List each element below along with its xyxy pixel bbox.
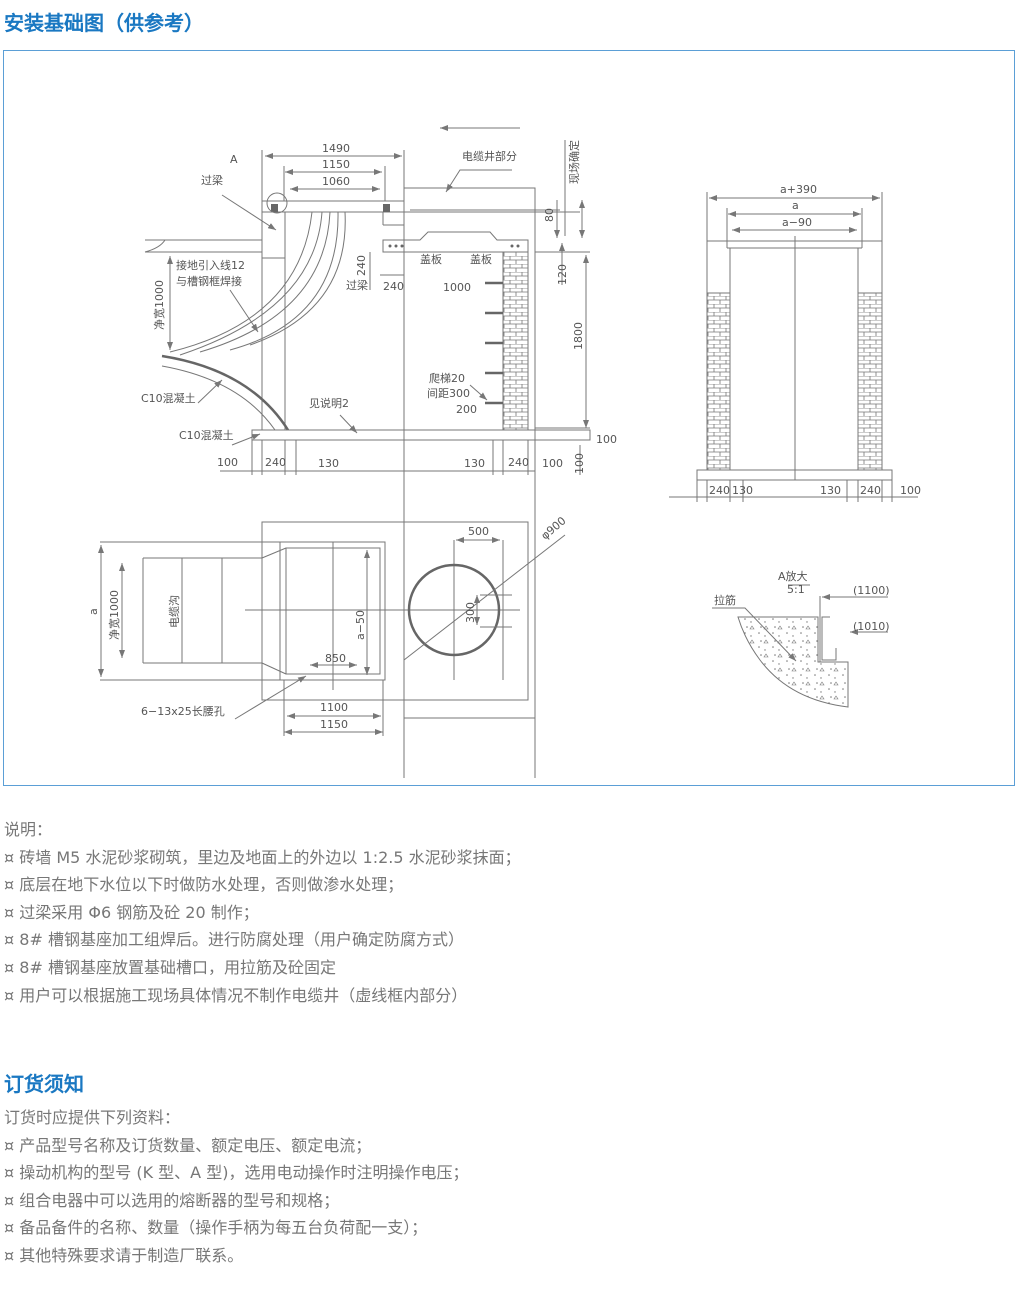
label: 过梁 — [346, 278, 368, 292]
dim-label: 100 — [596, 433, 617, 446]
dim-label: 1100 — [320, 701, 348, 714]
elevation-section — [144, 125, 591, 778]
drawing-frame — [3, 50, 1015, 786]
dim-label: φ900 — [539, 514, 569, 542]
dim-label: 240 — [709, 484, 730, 497]
label: A — [230, 153, 238, 166]
label: 间距300 — [427, 387, 470, 400]
label: C10混凝土 — [179, 428, 234, 442]
elevation-labels: A 过梁 1490 1150 1060 电缆井部分 现场确定 80 120 18… — [141, 140, 617, 474]
label: 电缆井部分 — [462, 149, 517, 163]
dim-label: 240 — [383, 280, 404, 293]
note-item: ¤ 8# 槽钢基座加工组焊后。进行防腐处理（用户确定防腐方式） — [4, 930, 464, 950]
cross-section-labels: a+390 a a−90 240 130 130 240 100 — [709, 183, 921, 497]
label: 爬梯20 — [429, 372, 465, 385]
note-item: ¤ 过梁采用 Φ6 钢筋及砼 20 制作； — [4, 902, 259, 922]
label: 6−13x25长腰孔 — [141, 705, 225, 718]
dim-label: a — [87, 608, 100, 615]
label: (1010) — [853, 620, 890, 633]
dim-label: 80 — [543, 208, 556, 222]
dim-label: 300 — [464, 602, 477, 623]
notes-heading: 说明： — [4, 820, 53, 839]
label: C10混凝土 — [141, 391, 196, 405]
order-item: ¤ 产品型号名称及订货数量、额定电压、额定电流； — [4, 1135, 372, 1155]
dim-label: 1000 — [443, 281, 471, 294]
dim-label: a+390 — [780, 183, 817, 196]
dim-label: 240 — [508, 456, 529, 469]
label: 过梁 — [201, 173, 223, 187]
dim-label: 200 — [456, 403, 477, 416]
dim-label: 130 — [464, 457, 485, 470]
dim-label: 1060 — [322, 175, 350, 188]
label: 盖板 — [470, 252, 492, 266]
order-item: ¤ 其他特殊要求请于制造厂联系。 — [4, 1245, 244, 1265]
label: 现场确定 — [567, 140, 581, 184]
dim-label: 130 — [820, 484, 841, 497]
order-item: ¤ 操动机构的型号 (K 型、A 型)，选用电动操作时注明操作电压； — [4, 1163, 469, 1183]
dim-label: 1490 — [322, 142, 350, 155]
label: 与槽钢框焊接 — [176, 274, 242, 288]
dim-label: 240 — [355, 255, 368, 276]
order-item: ¤ 备品备件的名称、数量（操作手柄为每五台负荷配一支）； — [4, 1218, 428, 1238]
order-item: ¤ 组合电器中可以选用的熔断器的型号和规格； — [4, 1190, 340, 1210]
label: A放大 — [778, 569, 808, 583]
dim-label: 100 — [573, 453, 586, 474]
label: 接地引入线12 — [176, 258, 245, 272]
dim-label: 净宽1000 — [107, 590, 121, 640]
label: 拉筋 — [714, 593, 736, 607]
dim-label: 130 — [732, 484, 753, 497]
ordering-section: 订货时应提供下列资料： ¤ 产品型号名称及订货数量、额定电压、额定电流； ¤ 操… — [4, 1104, 468, 1270]
label: (1100) — [853, 584, 890, 597]
note-item: ¤ 底层在地下水位以下时做防水处理，否则做渗水处理； — [4, 875, 404, 895]
ordering-intro: 订货时应提供下列资料： — [4, 1108, 181, 1127]
dim-label: 100 — [900, 484, 921, 497]
dim-label: 500 — [468, 525, 489, 538]
label: 电缆沟 — [168, 595, 181, 628]
dim-label: 1150 — [322, 158, 350, 171]
dim-label: 120 — [556, 264, 569, 285]
label: 见说明2 — [309, 396, 349, 410]
label: 盖板 — [420, 252, 442, 266]
dim-label: 240 — [265, 456, 286, 469]
dim-label: 240 — [860, 484, 881, 497]
dim-label: 850 — [325, 652, 346, 665]
section-title-installation: 安装基础图（供参考） — [4, 11, 204, 35]
dim-label: 净宽1000 — [152, 280, 166, 330]
dim-label: 130 — [318, 457, 339, 470]
dim-label: a−90 — [782, 216, 812, 229]
label: 5:1 — [787, 583, 805, 596]
plan-view — [98, 521, 566, 736]
dim-label: 100 — [217, 456, 238, 469]
section-title-ordering: 订货须知 — [4, 1072, 84, 1096]
dim-label: a−50 — [354, 610, 367, 640]
dim-label: a — [792, 199, 799, 212]
note-item: ¤ 砖墙 M5 水泥砂浆砌筑，里边及地面上的外边以 1:2.5 水泥砂浆抹面； — [4, 847, 521, 867]
note-item: ¤ 用户可以根据施工现场具体情况不制作电缆井（虚线框内部分） — [4, 985, 468, 1005]
dim-label: 100 — [542, 457, 563, 470]
notes-section: 说明： ¤ 砖墙 M5 水泥砂浆砌筑，里边及地面上的外边以 1:2.5 水泥砂浆… — [4, 816, 521, 1009]
dim-label: 1150 — [320, 718, 348, 731]
cross-section — [669, 192, 918, 502]
detail-labels: A放大 5:1 拉筋 (1100) (1010) — [714, 569, 890, 633]
detail-a — [712, 584, 888, 708]
foundation-drawing: A 过梁 1490 1150 1060 电缆井部分 现场确定 80 120 18… — [87, 125, 921, 778]
dim-label: 1800 — [572, 322, 585, 350]
note-item: ¤ 8# 槽钢基座放置基础槽口，用拉筋及砼固定 — [4, 957, 336, 977]
